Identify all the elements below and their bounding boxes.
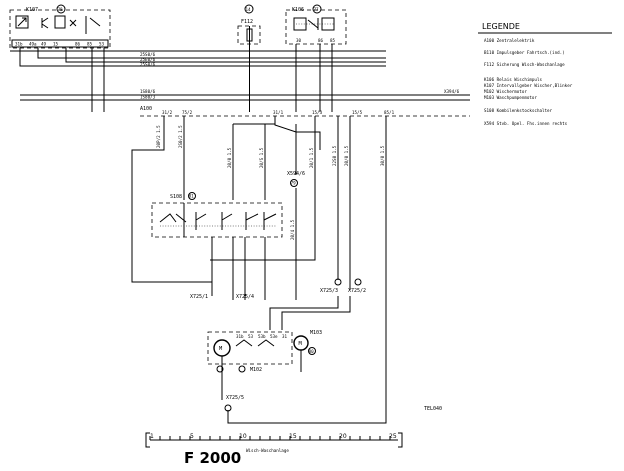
- x725-connectors: X725/1 X725/4 X725/3 X725/2: [190, 278, 366, 330]
- k107-number: 78: [58, 7, 64, 12]
- m102-motor: M 31b 53 53b 53e 31 M102: [207, 331, 293, 400]
- wire-label: 20/1 1.5: [309, 147, 314, 168]
- a100-pin: 85/1: [384, 110, 395, 115]
- a100-pin: 15/5: [352, 110, 363, 115]
- a100-pin: 75/2: [182, 110, 193, 115]
- ground-connector: X725/5: [224, 395, 244, 412]
- a100-pin: 31/1: [273, 110, 284, 115]
- main-wiring: 20P/2 1.5 2S0/2 1.5 20/0 1.5 20/S 1.5 20…: [131, 116, 387, 424]
- f112-label: F112: [241, 19, 253, 25]
- k107-label: K107: [26, 7, 38, 13]
- k107-pin: 85: [87, 42, 93, 47]
- motor-pin: 53: [248, 334, 254, 339]
- connector-label: X725/2: [348, 288, 366, 294]
- bus-wire-label: 25S0/6: [140, 52, 156, 57]
- a100-pin: 31/2: [162, 110, 173, 115]
- scale-tick-label: 15: [289, 433, 297, 440]
- wire-label: 2S0/2 1.5: [178, 125, 183, 148]
- legend-item: A100 Zentralelektrik: [484, 38, 535, 43]
- k106-pin: 30: [296, 38, 302, 43]
- model-title: F 2000: [184, 449, 241, 467]
- scale-tick-label: 10: [239, 433, 247, 440]
- m103-motor: M103 M 80: [293, 330, 322, 372]
- connector-label: X725/1: [190, 294, 208, 300]
- top-bus: 25S0/6 25E0/6 25S0/6 1S80/6 1S80/3 X394/…: [10, 44, 470, 112]
- scale-tick-label: 20: [339, 433, 347, 440]
- k107-pin: 31b: [15, 42, 23, 47]
- m103-label: M103: [310, 330, 322, 336]
- scale-tick-label: 25: [389, 433, 397, 440]
- m103-number: 80: [309, 349, 315, 354]
- wire-label: 20/0 1.5: [344, 145, 349, 166]
- wire-label: 20/0 1.5: [227, 147, 232, 168]
- scale-label: Wisch-Waschanlage: [246, 448, 289, 453]
- bus-wire-label: 25E0/6: [140, 57, 156, 62]
- bus-wire-label: 25S0/6: [140, 62, 156, 67]
- bus-wire-label: 1S80/6: [140, 89, 156, 94]
- x594-label: X594/6: [287, 171, 305, 177]
- connector-label: X725/4: [236, 294, 254, 300]
- k106-number: 77: [314, 7, 320, 12]
- k107-pin: 15: [53, 42, 59, 47]
- a100-rail: A100 31/2 75/2 31/1 15/3 15/5 85/1: [140, 106, 470, 117]
- bus-wire-label: 1S80/3: [140, 95, 156, 100]
- m102-label: M102: [250, 367, 262, 373]
- legend-item: F112 Sicherung Wisch-Waschanlage: [484, 62, 565, 67]
- wire-label: 20P/2 1.5: [156, 125, 161, 148]
- drawing-ref: TEL040: [424, 406, 442, 412]
- bottom-scale: 1 5 10 15 20 25 Wisch-Waschanlage: [145, 432, 403, 453]
- connector-label: X725/5: [226, 395, 244, 401]
- wire-label: 20/S 1.5: [259, 147, 264, 168]
- legend-item: M102 Wischermotor: [484, 89, 527, 94]
- motor-pin: 31: [282, 334, 288, 339]
- legend-item: X594 Stvb. Opel. Fhs.innen rechts: [484, 121, 568, 126]
- legend-item: K107 Intervallgeber Wischer,Blinker: [484, 83, 573, 88]
- motor-symbol: M: [219, 346, 223, 352]
- k107-pin: 53: [99, 42, 105, 47]
- k107-pin: 86: [75, 42, 81, 47]
- f112-number: 14: [246, 7, 252, 12]
- k106-label: K106: [292, 7, 304, 13]
- motor-pin: 53e: [270, 334, 278, 339]
- legend-item: M103 Waschpumpenmotor: [484, 95, 537, 100]
- legend-title: LEGENDE: [482, 22, 520, 31]
- legend-item: K106 Relais Wischimpuls: [484, 77, 542, 82]
- legend-item: S108 Kombilenkstockschalter: [484, 108, 553, 113]
- wire-label: 22S0 1.5: [332, 145, 337, 166]
- s108-switch: S108 81: [151, 192, 283, 300]
- motor-pin: 31b: [236, 334, 244, 339]
- scale-tick-label: 5: [190, 433, 194, 440]
- x594-connector: X594/6 79: [287, 171, 305, 300]
- k106-pin: 85: [330, 38, 336, 43]
- x594-number: 79: [291, 181, 297, 186]
- wire-label: 20/4 1.5: [290, 219, 295, 240]
- legend: LEGENDE A100 Zentralelektrik B110 Impuls…: [478, 22, 612, 126]
- k107-pin: 49a: [29, 42, 37, 47]
- k106-pin: 86: [318, 38, 324, 43]
- legend-item: B110 Impulsgeber Fahrtsch.(ind.): [484, 50, 565, 55]
- motor-symbol: M: [299, 341, 303, 347]
- k106-relay: K106 77 30 86 85: [285, 4, 347, 45]
- wire-label: 30/0 1.5: [380, 145, 385, 166]
- scale-tick-label: 1: [150, 433, 154, 440]
- a100-pin: 15/3: [312, 110, 323, 115]
- k107-module: K107 78 31b 49a 49 15 86 85 53: [9, 4, 111, 49]
- k107-pin: 49: [41, 42, 47, 47]
- s108-label: S108: [170, 194, 182, 200]
- f112-fuse: 14 F112: [237, 4, 261, 45]
- bus-right-label: X394/6: [444, 89, 460, 94]
- s108-number: 81: [189, 194, 195, 199]
- a100-label: A100: [140, 106, 152, 112]
- connector-label: X725/3: [320, 288, 338, 294]
- motor-pin: 53b: [258, 334, 266, 339]
